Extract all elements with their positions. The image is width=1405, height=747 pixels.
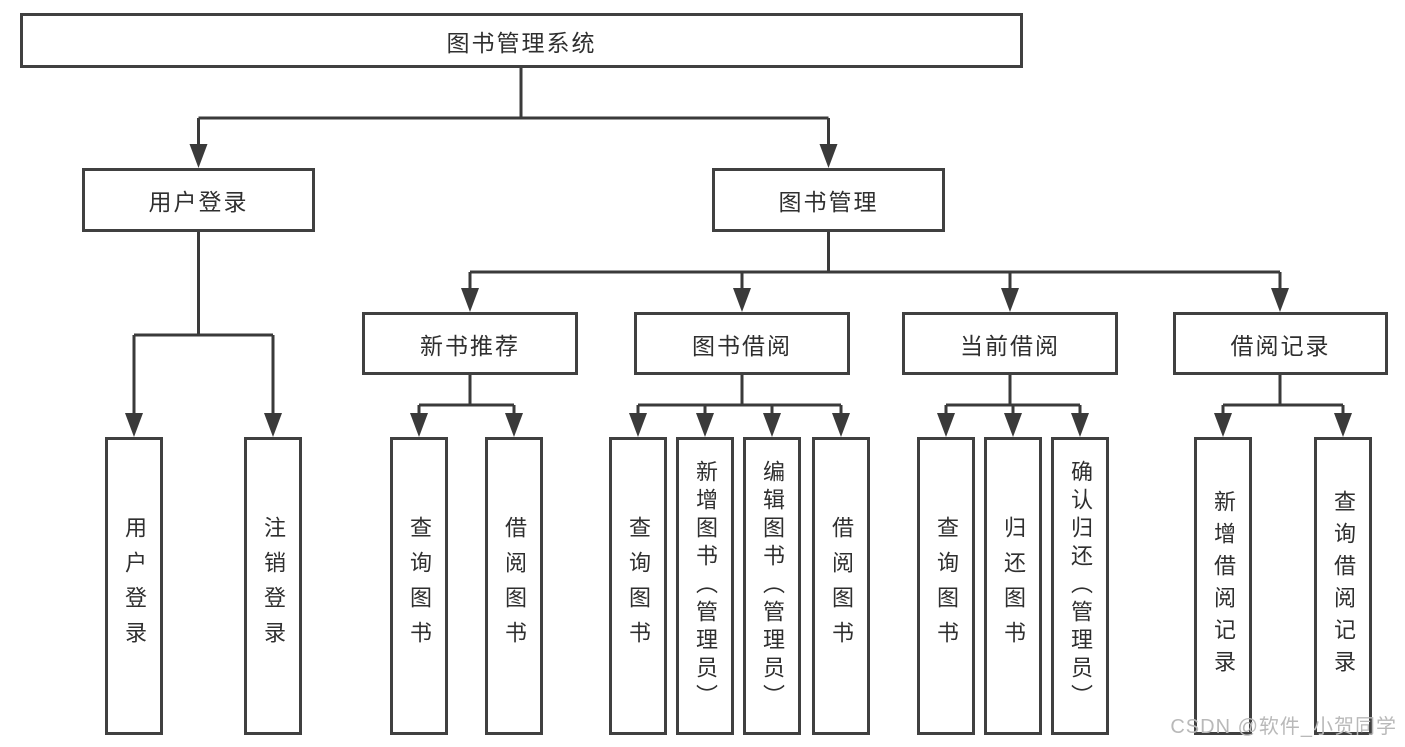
arrow-down-icon <box>733 288 751 312</box>
node-leaf-confirm-return-admin: 确认归还（管理员） <box>1051 437 1109 735</box>
arrow-down-icon <box>629 413 647 437</box>
arrow-down-icon <box>1334 413 1352 437</box>
arrow-down-icon <box>819 144 838 168</box>
node-new-book-recommend: 新书推荐 <box>362 312 578 375</box>
arrow-down-icon <box>1271 288 1289 312</box>
arrow-down-icon <box>1071 413 1089 437</box>
arrow-down-icon <box>461 288 479 312</box>
node-leaf-borrow-books-recommend: 借阅图书 <box>485 437 543 735</box>
arrow-down-icon <box>125 413 143 437</box>
arrow-down-icon <box>264 413 282 437</box>
connector-user-login-branch <box>125 232 282 437</box>
node-leaf-logout: 注销登录 <box>244 437 302 735</box>
arrow-down-icon <box>1214 413 1232 437</box>
arrow-down-icon <box>763 413 781 437</box>
node-leaf-user-login: 用户登录 <box>105 437 163 735</box>
node-book-borrow: 图书借阅 <box>634 312 850 375</box>
arrow-down-icon <box>696 413 714 437</box>
arrow-down-icon <box>937 413 955 437</box>
connector-new-book-rec-branch <box>410 375 523 437</box>
arrow-down-icon <box>505 413 523 437</box>
node-leaf-edit-books-admin: 编辑图书（管理员） <box>743 437 801 735</box>
connector-borrow-records-branch <box>1214 375 1352 437</box>
node-leaf-return-books: 归还图书 <box>984 437 1042 735</box>
connector-current-borrow-branch <box>937 375 1089 437</box>
arrow-down-icon <box>189 144 208 168</box>
node-current-borrow: 当前借阅 <box>902 312 1118 375</box>
arrow-down-icon <box>1001 288 1019 312</box>
node-leaf-query-books-current: 查询图书 <box>917 437 975 735</box>
arrow-down-icon <box>1004 413 1022 437</box>
connector-root-to-level2 <box>189 68 838 168</box>
arrow-down-icon <box>410 413 428 437</box>
node-borrow-records: 借阅记录 <box>1173 312 1388 375</box>
node-library-system-root: 图书管理系统 <box>20 13 1023 68</box>
node-leaf-borrow-books: 借阅图书 <box>812 437 870 735</box>
connector-book-borrow-branch <box>629 375 850 437</box>
connector-book-mgmt-branch <box>461 232 1289 312</box>
node-book-management: 图书管理 <box>712 168 945 232</box>
arrow-down-icon <box>832 413 850 437</box>
node-leaf-add-books-admin: 新增图书（管理员） <box>676 437 734 735</box>
node-user-login: 用户登录 <box>82 168 315 232</box>
node-leaf-query-borrow-record: 查询借阅记录 <box>1314 437 1372 735</box>
node-leaf-add-borrow-record: 新增借阅记录 <box>1194 437 1252 735</box>
node-leaf-query-books-recommend: 查询图书 <box>390 437 448 735</box>
watermark: CSDN @软件_小贺同学 <box>1170 716 1397 738</box>
node-leaf-query-books-borrow: 查询图书 <box>609 437 667 735</box>
